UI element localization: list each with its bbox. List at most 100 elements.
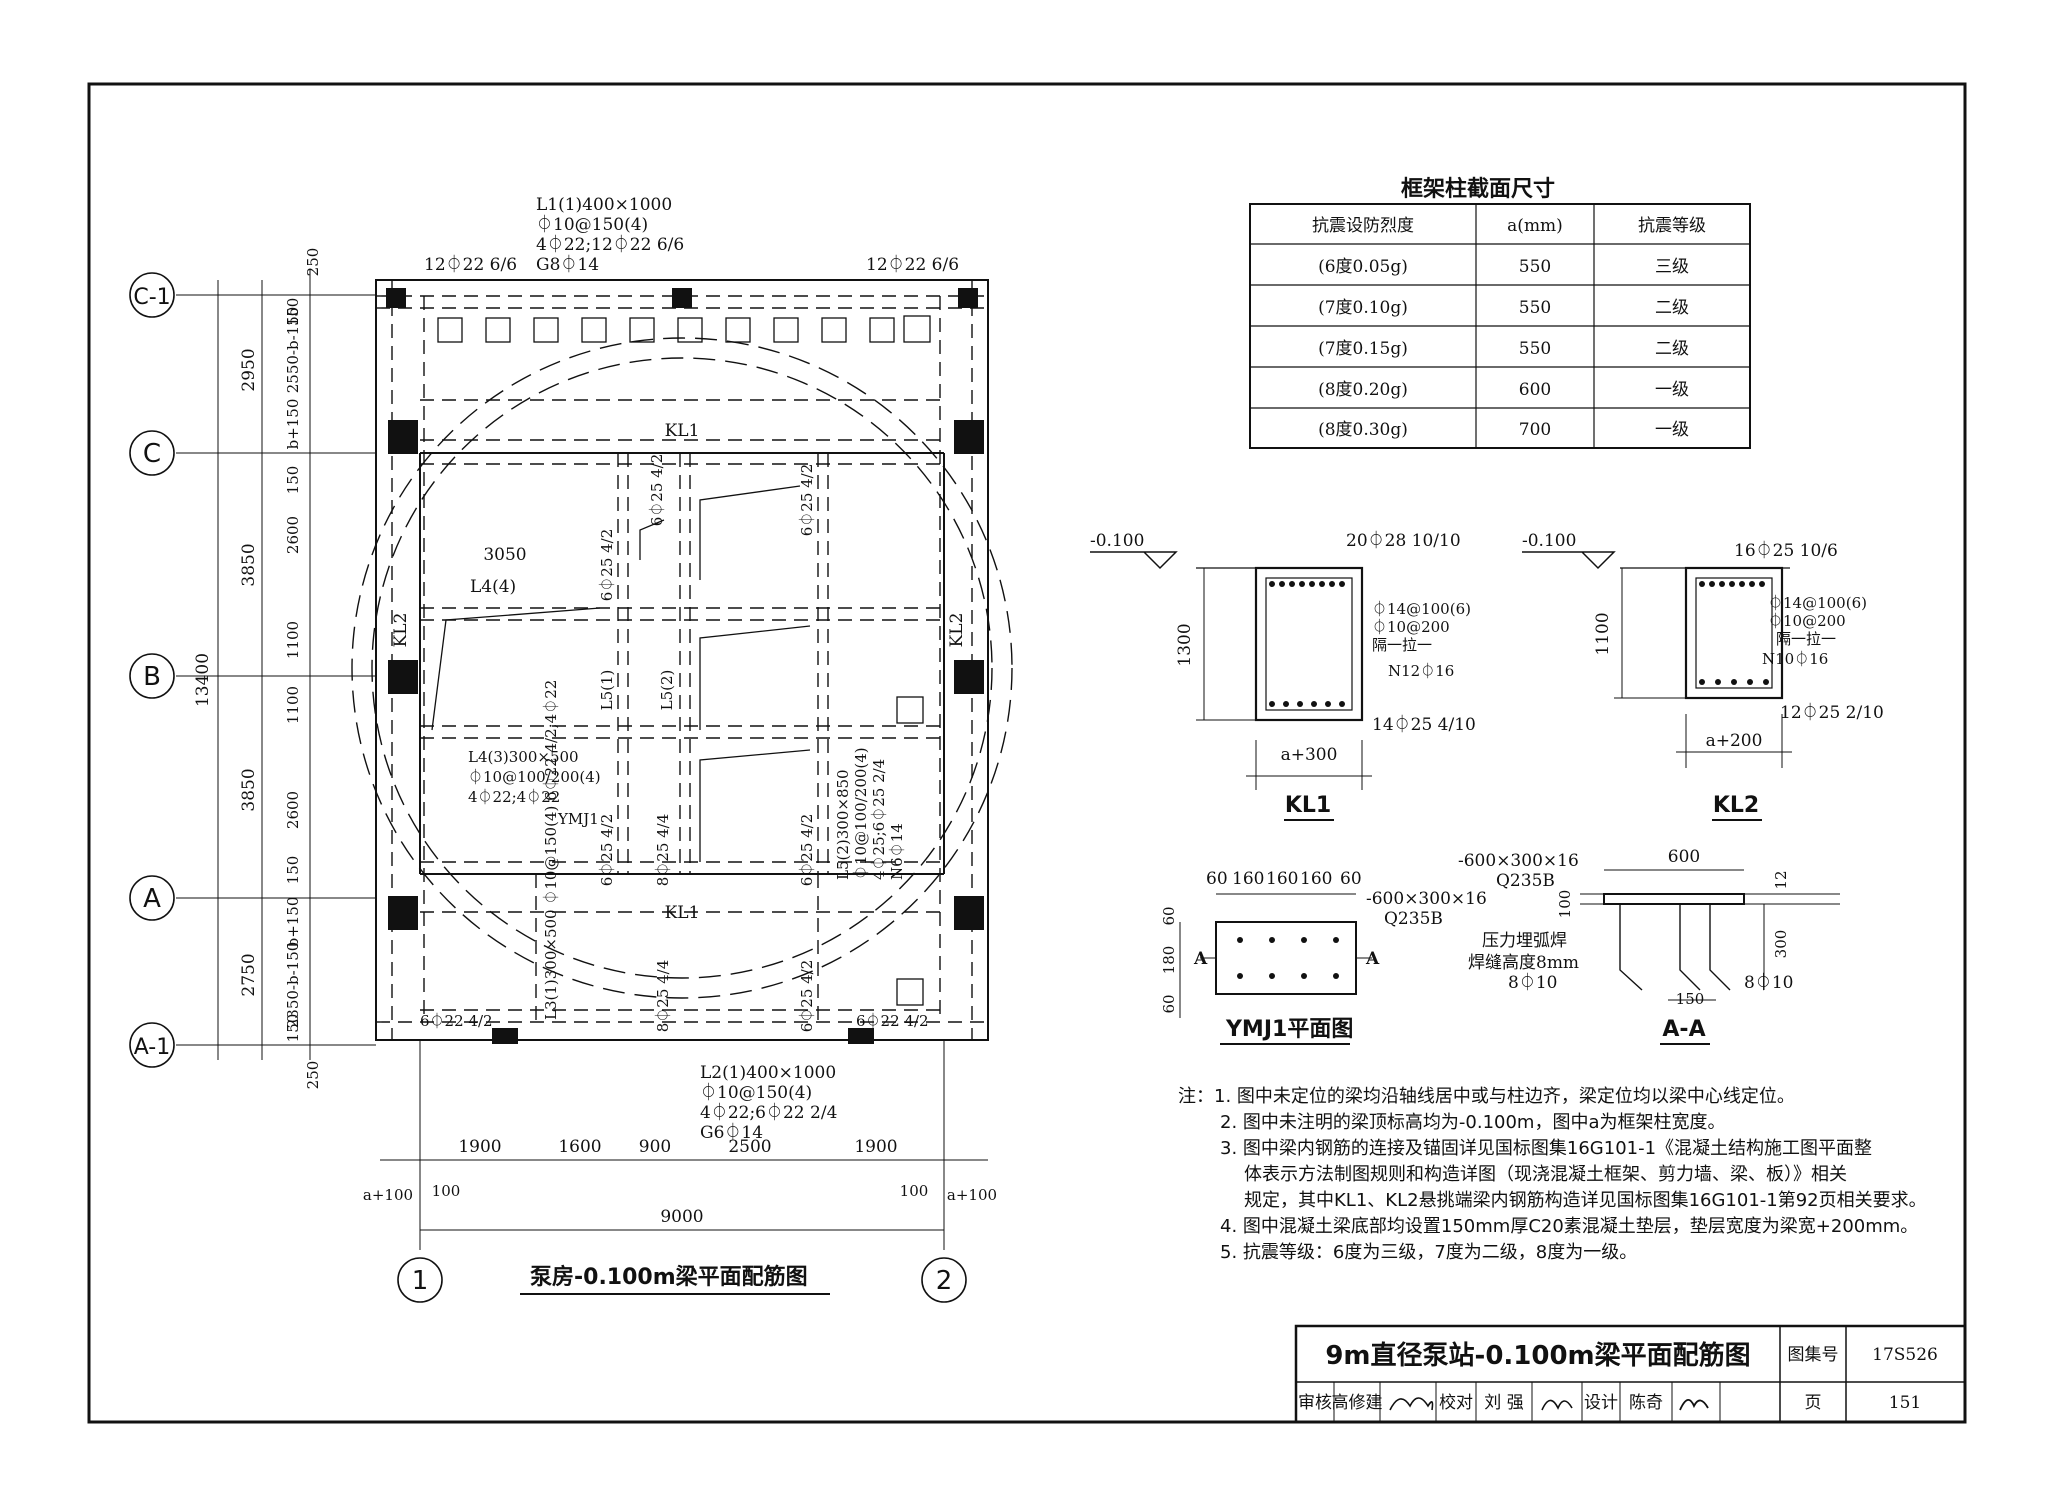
kl1-side: N12⏀16: [1388, 662, 1454, 680]
review-label: 审核: [1298, 1393, 1332, 1413]
l3-label: L3(1)300×500 ⏀10@150(4) 6⏀22 4/2;4⏀22: [542, 680, 560, 1020]
axis-label-c1: C-1: [133, 285, 170, 310]
l2-line-1: L2(1)400×1000: [700, 1063, 836, 1083]
aa-section: [1580, 869, 1840, 1001]
review-signature: [1389, 1397, 1434, 1411]
check-label: 校对: [1439, 1393, 1473, 1413]
note-line: 5. 抗震等级：6度为三级，7度为二级，8度为一级。: [1220, 1242, 1637, 1263]
ymj1-dim-4: 160: [1300, 869, 1332, 889]
l4-line-1: L4(3)300×500: [468, 748, 579, 766]
aa-steel: Q235B: [1496, 871, 1555, 891]
kl2-top-bar: 16⏀25 10/6: [1734, 540, 1838, 561]
plan-title: 泵房-0.100m梁平面配筋图: [530, 1264, 808, 1290]
design-name: 陈奇: [1629, 1393, 1663, 1413]
design-label: 设计: [1584, 1393, 1618, 1413]
axis-label-2: 2: [936, 1266, 953, 1296]
kl2-elev: -0.100: [1522, 531, 1576, 551]
kl2-bottom: 12⏀25 2/10: [1780, 702, 1884, 723]
note-line: 4. 图中混凝土梁底部均设置150mm厚C20素混凝土垫层，垫层宽度为梁宽+20…: [1220, 1216, 1918, 1237]
notes: 注：1. 图中未定位的梁均沿轴线居中或与柱边齐，梁定位均以梁中心线定位。 2. …: [1178, 1086, 1927, 1263]
aa-plate: -600×300×16: [1458, 851, 1579, 871]
dim-inner-8: 1100: [284, 686, 302, 724]
bar-622-left: 6⏀22 4/2: [420, 1012, 493, 1030]
dim-bottom-3: 900: [639, 1137, 671, 1157]
dim-inner-3: 2550-b-150: [284, 307, 302, 394]
kl1-stirrup: ⏀14@100(6): [1372, 600, 1471, 618]
axis-label-a: A: [143, 884, 161, 914]
dim-inner-5: 150: [284, 466, 302, 495]
title-block: [1294, 1324, 1967, 1424]
dim-inner-4: b+150: [284, 399, 302, 450]
aa-d100: 100: [1556, 890, 1574, 919]
kl2-section: [1522, 551, 1792, 768]
bar-625-b: 6⏀25 4/2: [648, 454, 666, 527]
kl2-side: N10⏀16: [1762, 650, 1828, 668]
aa-width: 600: [1668, 847, 1700, 867]
kl2-stirrup: ⏀14@100(6): [1768, 594, 1867, 612]
page-number: 151: [1889, 1393, 1921, 1413]
table-header-a: a(mm): [1507, 216, 1563, 236]
l4-top-label: L4(4): [470, 577, 516, 597]
ymj1-dim-1: 60: [1206, 869, 1228, 889]
l1-line-2: ⏀10@150(4): [536, 214, 648, 235]
dim-3050: 3050: [483, 545, 526, 565]
bar-625-f: 6⏀25 4/2: [798, 960, 816, 1033]
dim-outer-1: 2950: [239, 348, 259, 391]
dim-bottom-2: 1600: [558, 1137, 601, 1157]
table-cell: 二级: [1655, 298, 1689, 318]
titleblock-title: 9m直径泵站-0.100m梁平面配筋图: [1325, 1340, 1750, 1371]
table-title: 框架柱截面尺寸: [1401, 176, 1555, 202]
dim-inner-9: 2600: [284, 791, 302, 829]
l2-line-2: ⏀10@150(4): [700, 1082, 812, 1103]
kl2-tie-note: 隔一拉一: [1776, 630, 1836, 648]
kl2-tie: ⏀10@200: [1768, 612, 1846, 630]
ymj1-dim-3: 160: [1266, 869, 1298, 889]
table-cell: (6度0.05g): [1318, 257, 1408, 277]
dim-bottom-1: 1900: [458, 1137, 501, 1157]
dim-inner-11: b+150: [284, 897, 302, 948]
l5-line-4: N6⏀14: [888, 823, 906, 880]
check-name: 刘 强: [1484, 1393, 1523, 1413]
dim-bottom-side-3: 100: [900, 1182, 929, 1200]
table-header-grade: 抗震等级: [1638, 216, 1706, 236]
dim-bottom-4: 2500: [728, 1137, 771, 1157]
check-signature: [1541, 1399, 1573, 1411]
dim-bottom-side-2: 100: [432, 1182, 461, 1200]
l2-line-3: 4⏀22;6⏀22 2/4: [700, 1102, 837, 1123]
dim-inner-6: 2600: [284, 516, 302, 554]
table-cell: (7度0.10g): [1318, 298, 1408, 318]
l5-1-label: L5(1): [598, 670, 616, 711]
table-cell: 一级: [1655, 380, 1689, 400]
note-line: 体表示方法制图规则和构造详图（现浇混凝土框架、剪力墙、梁、板）》相关: [1244, 1164, 1847, 1185]
table-cell: 一级: [1655, 420, 1689, 440]
column-table: 框架柱截面尺寸 抗震设防烈度 a(mm) 抗震等级 (6度0.05g) 550 …: [1249, 176, 1751, 449]
table-cell: 700: [1519, 420, 1551, 440]
kl1-height: 1300: [1175, 623, 1195, 666]
kl1-width: a+300: [1281, 745, 1338, 765]
bar-625-a: 6⏀25 4/2: [598, 529, 616, 602]
dim-inner-2: 150: [284, 298, 302, 327]
ymj1-plan: [1179, 893, 1372, 1018]
l4-line-2: ⏀10@100/200(4): [468, 768, 601, 786]
bar-825-b: 8⏀25 4/4: [654, 960, 672, 1033]
dim-bottom-side-4: a+100: [947, 1186, 997, 1204]
ymj1-side-1: 60: [1160, 906, 1178, 925]
kl1-top-bar: 20⏀28 10/10: [1346, 530, 1461, 551]
ymj1-label: YMJ1: [557, 810, 599, 828]
left-dimensions: 13400 2950 3850 3850 2750 250 150 2550-b…: [193, 248, 322, 1090]
ymj1-title: YMJ1平面图: [1225, 1017, 1353, 1042]
page-label: 页: [1805, 1393, 1822, 1413]
aa-bars-right: 8⏀10: [1744, 972, 1793, 993]
kl1-tie-note: 隔一拉一: [1372, 636, 1432, 654]
l2-line-4: G6⏀14: [700, 1122, 763, 1143]
l5-line-3: 4⏀25;6⏀25 2/4: [870, 759, 888, 880]
ymj1-dim-5: 60: [1340, 869, 1362, 889]
table-cell: 550: [1519, 339, 1551, 359]
l1-line-4: G8⏀14: [536, 254, 599, 275]
ymj1-cut-right: A: [1365, 949, 1380, 969]
table-header-intensity: 抗震设防烈度: [1312, 216, 1414, 236]
kl1-bottom: KL1: [665, 903, 700, 923]
dim-total: 13400: [193, 653, 213, 707]
atlas-number: 17S526: [1872, 1345, 1938, 1365]
